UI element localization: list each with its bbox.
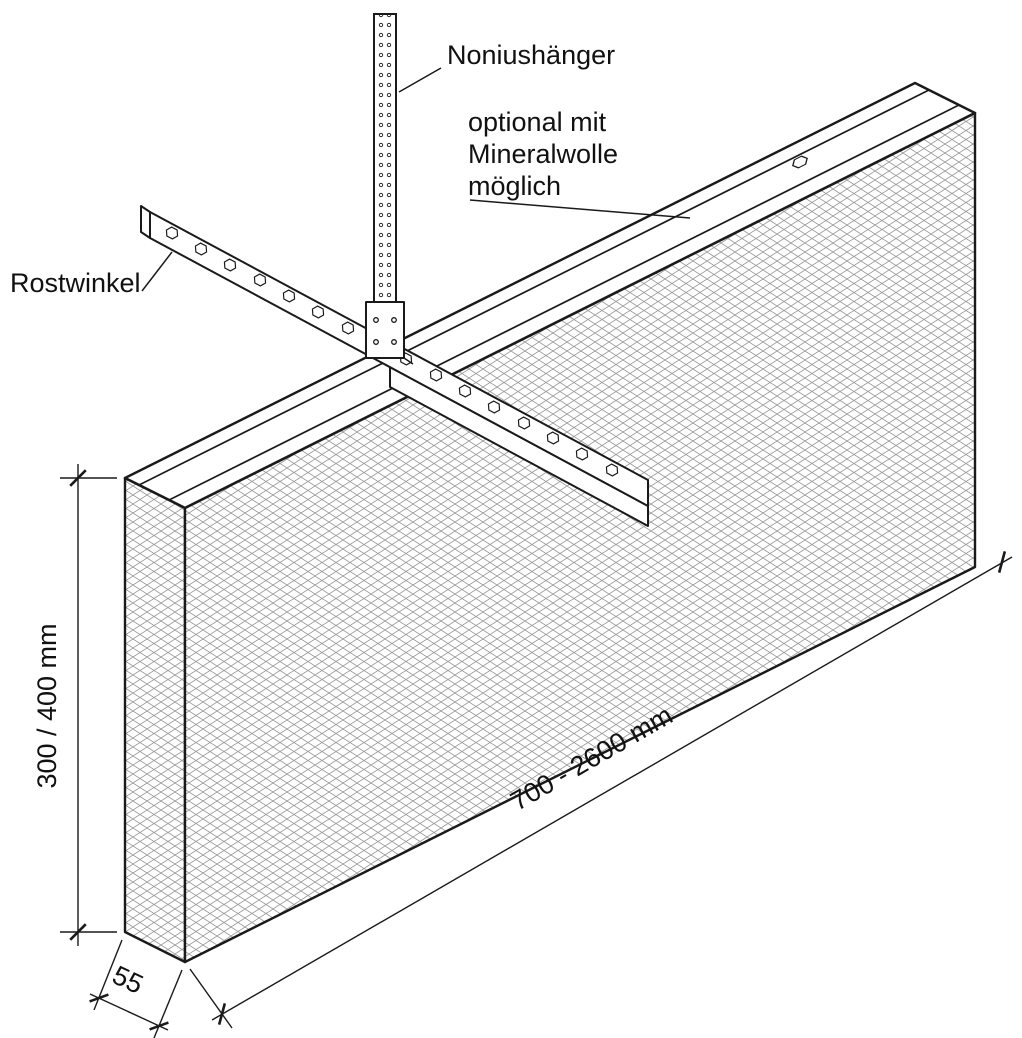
dimension-tick <box>149 1021 169 1031</box>
dimension-height: 300 / 400 mm <box>32 464 117 946</box>
dimension-thickness-text: 55 <box>108 960 148 1000</box>
top-profile-hole <box>790 153 810 171</box>
leader-mineralwolle <box>469 199 691 219</box>
dimension-tick <box>217 1003 227 1025</box>
rostwinkel-end-tab <box>140 205 151 239</box>
nonius-hanger <box>365 13 414 365</box>
dimension-line <box>89 993 169 1031</box>
panel-left-face <box>123 476 187 964</box>
nonius-clip-hole <box>373 339 379 345</box>
nonius-clip-hole <box>373 317 379 323</box>
panel-front-face <box>183 111 977 964</box>
nonius-hook-line <box>403 357 414 365</box>
label-optional-line3: möglich <box>468 171 561 201</box>
extension-line <box>153 969 183 1038</box>
label-optional-line2: Mineralwolle <box>468 139 618 169</box>
nonius-clip-hole <box>391 317 397 323</box>
nonius-lower-clip <box>365 301 405 359</box>
label-rostwinkel: Rostwinkel <box>10 268 141 298</box>
label-optional-line1: optional mit <box>468 107 607 137</box>
nonius-clip-hole <box>391 339 397 345</box>
extension-line <box>189 968 233 1029</box>
annotations: Noniushänger optional mit Mineralwolle m… <box>10 40 691 298</box>
dimension-tick <box>69 923 87 941</box>
dimension-tick <box>69 469 87 487</box>
dimension-tick <box>89 993 109 1003</box>
dimension-line <box>211 556 1013 1021</box>
dimension-height-text: 300 / 400 mm <box>32 623 62 788</box>
nonius-upper-strip <box>373 13 397 315</box>
leader-rostwinkel <box>141 251 173 292</box>
leader-noniushaenger <box>398 67 442 93</box>
mesh-panel <box>123 81 977 964</box>
label-noniushaenger: Noniushänger <box>447 40 615 70</box>
dimension-tick <box>997 551 1007 573</box>
